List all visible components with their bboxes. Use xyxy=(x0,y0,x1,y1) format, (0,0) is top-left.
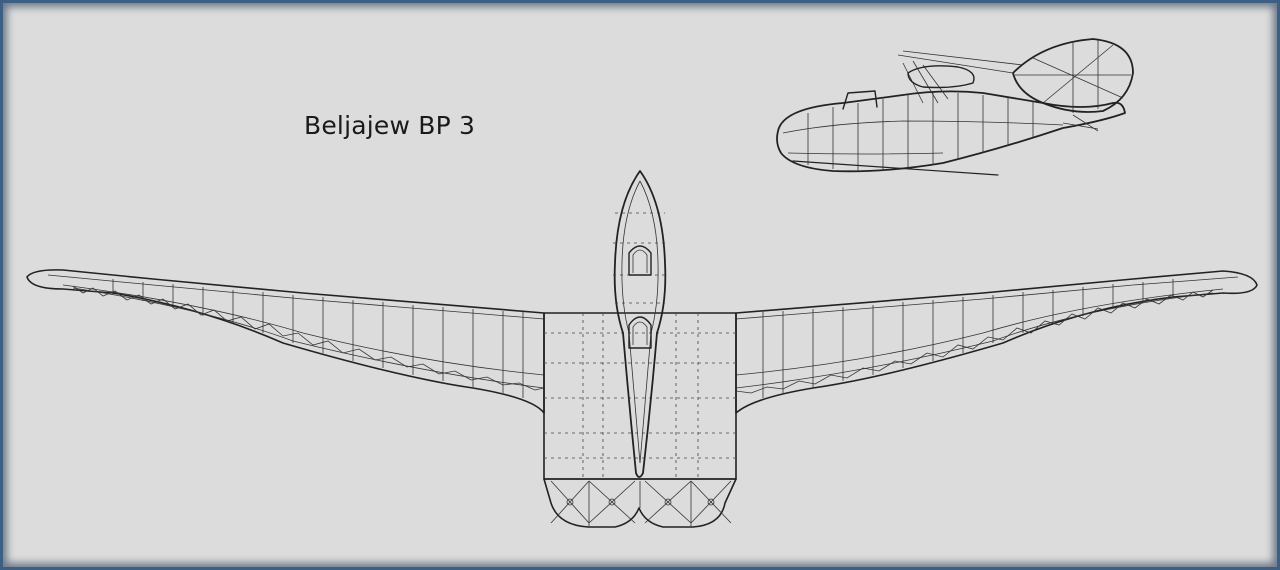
side-cockpit xyxy=(842,90,878,110)
front-cockpit xyxy=(628,245,652,276)
side-view xyxy=(776,38,1134,176)
right-wing-outline xyxy=(735,270,1258,414)
centre-section xyxy=(543,312,737,480)
rear-cockpit xyxy=(628,316,652,349)
aircraft-drawing xyxy=(26,38,1258,528)
side-struts xyxy=(897,50,1024,104)
side-tail-fin xyxy=(1012,38,1134,113)
left-wing-outline xyxy=(26,269,545,414)
right-wing-truss xyxy=(735,289,1214,394)
figure-title: Beljajew BP 3 xyxy=(304,111,476,140)
fuselage-pod xyxy=(613,170,667,478)
right-wing-ribs xyxy=(762,279,1174,398)
tail-section xyxy=(543,478,737,528)
tail-cross-bracing xyxy=(550,480,732,527)
left-wing-ribs xyxy=(112,279,524,398)
plan-view xyxy=(26,170,1258,528)
left-wing-truss xyxy=(72,285,545,391)
side-hull xyxy=(776,90,1126,173)
